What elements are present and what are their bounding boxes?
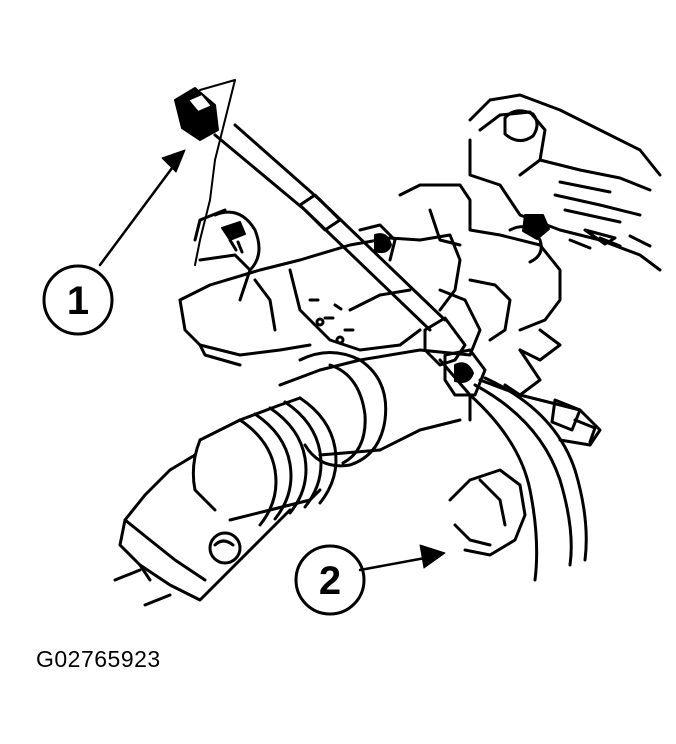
leader-line-2 xyxy=(358,544,446,572)
mounting-lug xyxy=(194,79,236,266)
callout-1 xyxy=(42,264,114,336)
central-frame xyxy=(178,208,512,367)
lower-right-bracket xyxy=(398,183,602,447)
tool-shaft xyxy=(174,87,487,397)
column-shaft xyxy=(278,348,472,468)
upper-housing xyxy=(468,93,662,272)
figure-id-label: G02765923 xyxy=(36,646,161,672)
yoke-end xyxy=(113,453,292,607)
callout-1-number: 1 xyxy=(67,279,89,323)
callout-2-number: 2 xyxy=(319,559,341,603)
lower-bracket xyxy=(448,468,527,557)
leader-line-1 xyxy=(98,149,186,267)
wire-harness xyxy=(468,376,588,582)
ribbed-coupling xyxy=(191,396,338,527)
callout-2 xyxy=(294,544,366,616)
